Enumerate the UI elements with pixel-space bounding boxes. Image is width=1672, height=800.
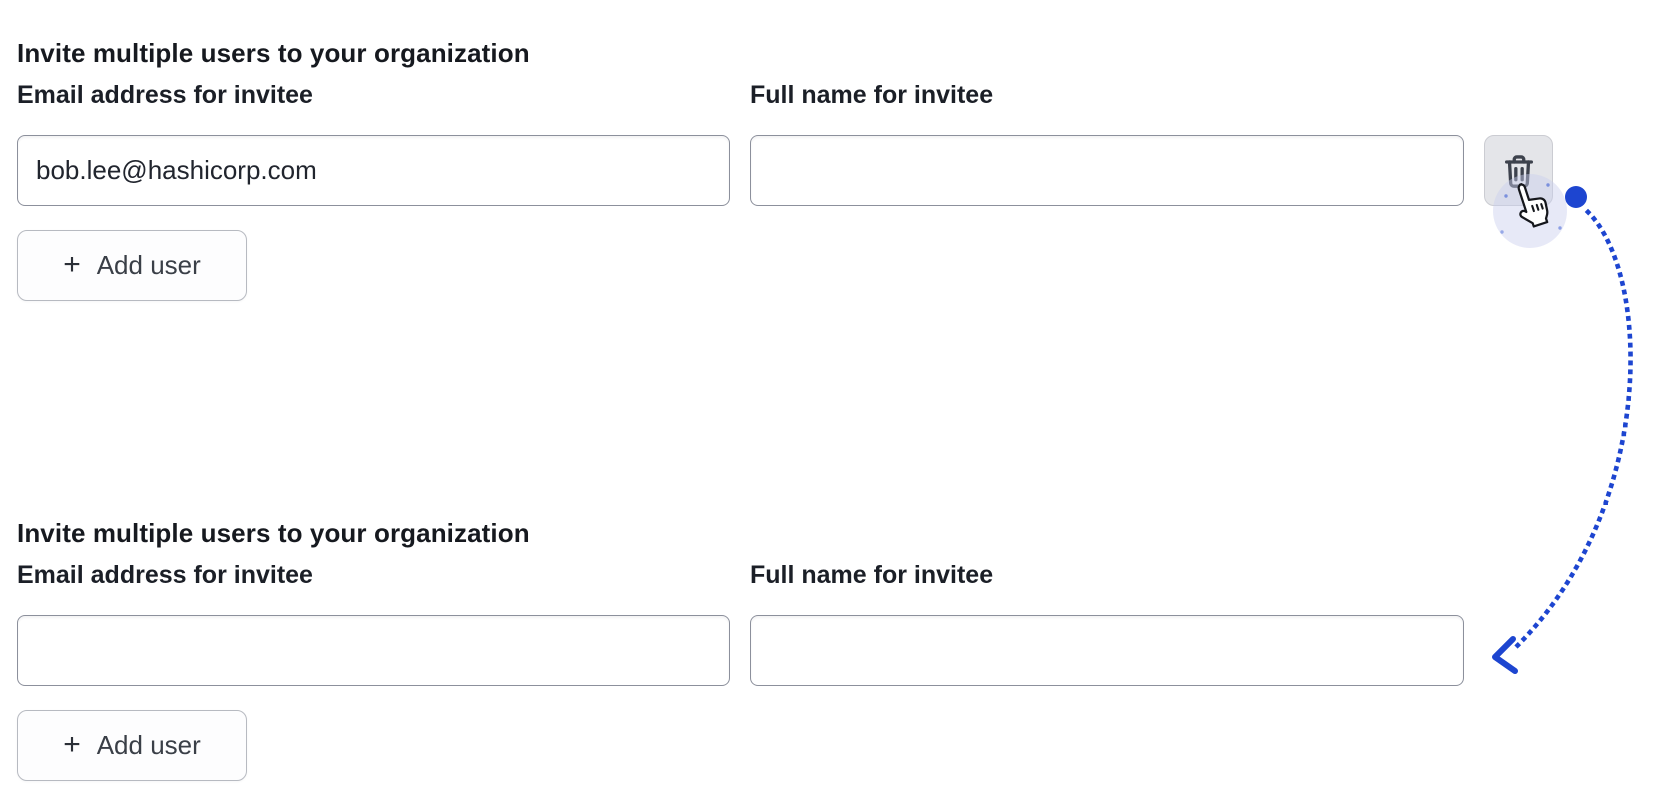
add-user-button[interactable]: + Add user: [17, 710, 247, 781]
email-input[interactable]: [17, 135, 730, 206]
invite-form-section-2: Invite multiple users to your organizati…: [0, 480, 1672, 800]
email-label: Email address for invitee: [17, 81, 313, 109]
email-input[interactable]: [17, 615, 730, 686]
fullname-input[interactable]: [750, 615, 1464, 686]
add-user-button[interactable]: + Add user: [17, 230, 247, 301]
plus-icon: +: [63, 247, 81, 281]
fullname-label: Full name for invitee: [750, 81, 994, 109]
plus-icon: +: [63, 727, 81, 761]
trash-icon: [1500, 151, 1538, 191]
delete-row-button[interactable]: [1484, 135, 1553, 206]
email-label: Email address for invitee: [17, 561, 313, 589]
page-title: Invite multiple users to your organizati…: [17, 517, 530, 548]
fullname-label: Full name for invitee: [750, 561, 994, 589]
page-title: Invite multiple users to your organizati…: [17, 37, 530, 68]
invite-form-section-1: Invite multiple users to your organizati…: [17, 37, 1553, 301]
add-user-label: Add user: [96, 250, 201, 280]
fullname-input[interactable]: [750, 135, 1464, 206]
add-user-label: Add user: [96, 730, 201, 760]
